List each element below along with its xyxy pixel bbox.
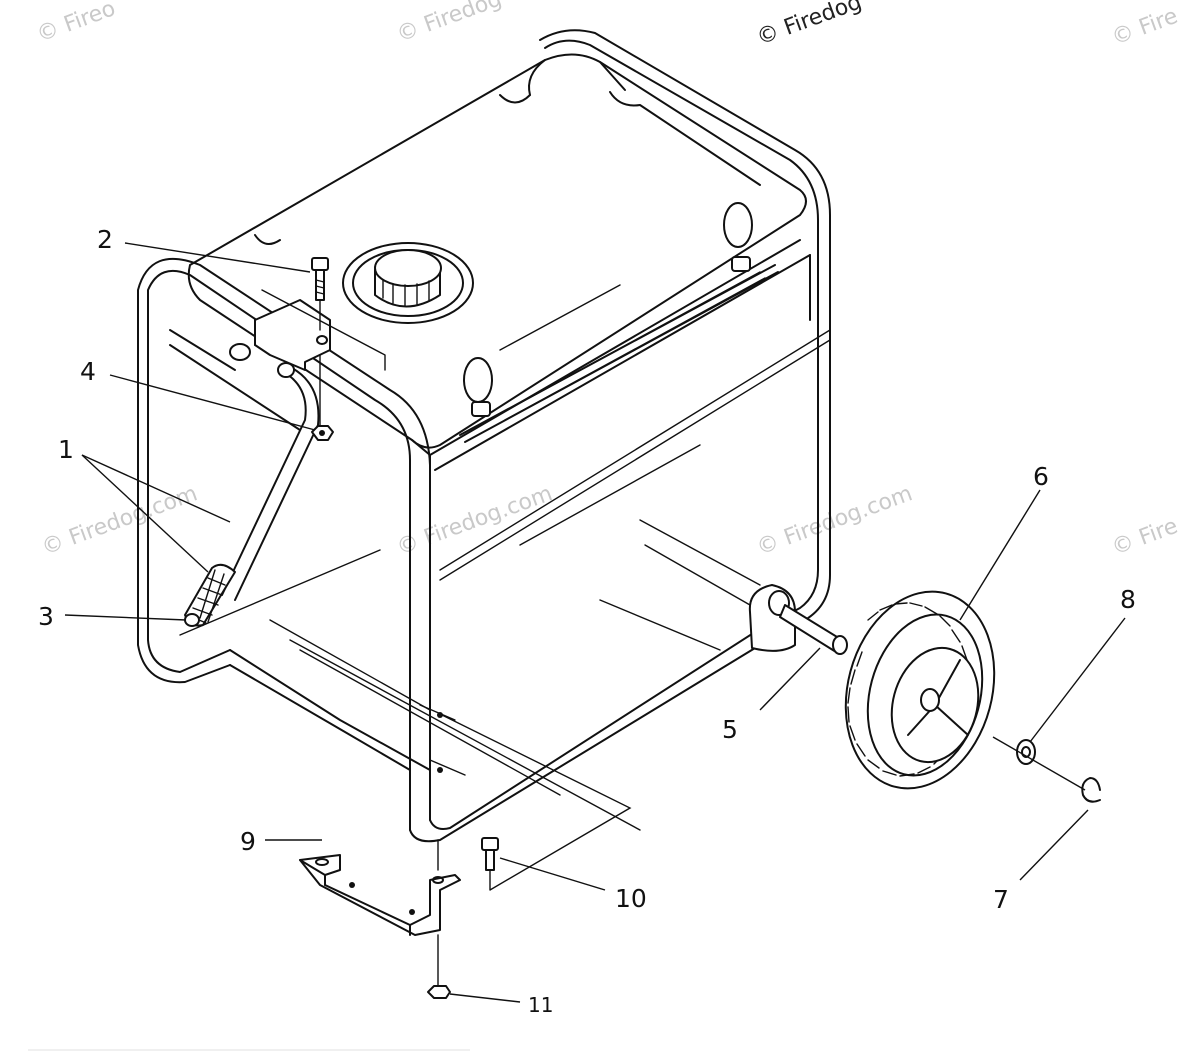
- callout-10: 10: [615, 884, 647, 913]
- leader-lines: [64, 242, 1126, 1003]
- axle-mount: [748, 584, 796, 652]
- wheel-axle: [779, 604, 848, 655]
- callout-2: 2: [97, 225, 113, 254]
- fuel-tank: [187, 53, 811, 546]
- callout-3: 3: [38, 602, 54, 631]
- handle-bracket: [229, 289, 386, 371]
- bolt-top: [311, 257, 329, 331]
- nut-top: [311, 354, 334, 441]
- callout-1: 1: [58, 435, 74, 464]
- tube-frame: [137, 29, 831, 843]
- bolt-bottom: [481, 837, 499, 891]
- handle: [184, 362, 320, 627]
- callout-11: 11: [528, 993, 553, 1017]
- wheel: [844, 590, 996, 790]
- watermark-far-right-mid: © Fire: [1109, 514, 1180, 561]
- callout-6: 6: [1033, 462, 1049, 491]
- watermark-right-top: © Fire: [1109, 4, 1180, 51]
- watermark-left-top: © Fireo: [34, 0, 119, 48]
- callout-9: 9: [240, 827, 256, 856]
- callouts: 2 4 1 3 6 8 5 7 9 10 11: [38, 225, 1136, 1017]
- retaining-clip: [1081, 777, 1101, 803]
- watermark-right-mid: © Firedog.com: [754, 481, 916, 560]
- watermark-left-mid: © Firedog.com: [39, 481, 201, 560]
- callout-7: 7: [993, 885, 1009, 914]
- callout-5: 5: [722, 715, 738, 744]
- fuel-cap: [342, 242, 474, 324]
- callout-8: 8: [1120, 585, 1136, 614]
- mounting-bracket: [299, 839, 461, 936]
- watermark-top-right: © Firedog: [754, 0, 866, 51]
- nut-bottom: [427, 934, 451, 999]
- callout-4: 4: [80, 357, 96, 386]
- watermark-mid-top: © Firedog: [394, 0, 506, 48]
